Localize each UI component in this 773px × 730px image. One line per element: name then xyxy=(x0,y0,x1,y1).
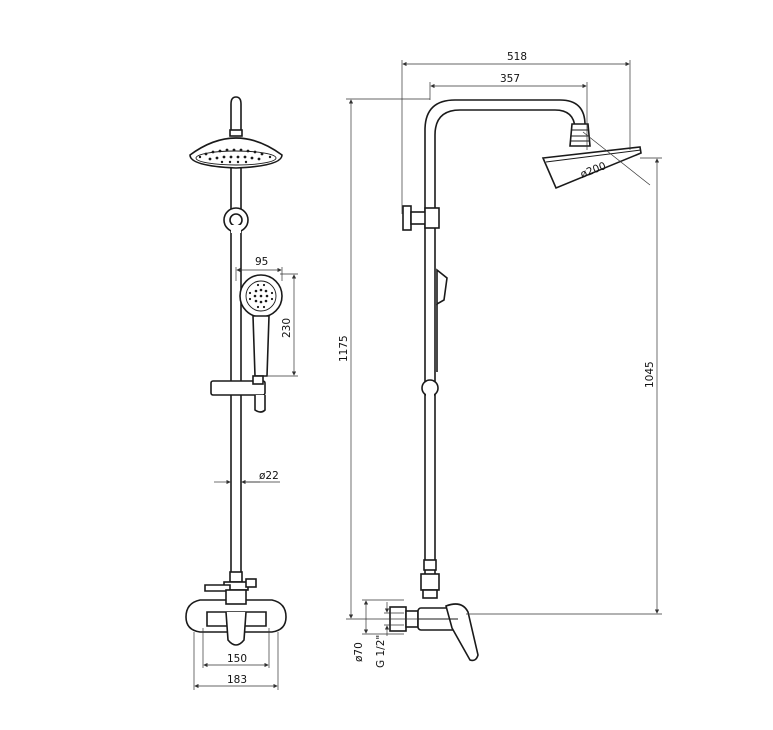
mixer xyxy=(185,589,287,646)
hand-width-label: 95 xyxy=(255,256,268,268)
cover-diameter-label: ø70 xyxy=(353,642,365,662)
front-dimensions: 95 230 ø22 150 183 xyxy=(193,256,298,690)
mixer-inner-label: 150 xyxy=(227,653,247,665)
side-dimensions: 518 357 ø200 1175 1045 ø70 G 1/2" xyxy=(338,51,662,668)
hand-height-label: 230 xyxy=(281,318,293,338)
nozzle-dots xyxy=(198,148,272,164)
arm-length-label: 357 xyxy=(500,73,520,85)
mixer-outer-label: 183 xyxy=(227,674,247,686)
pipe-diameter-label: ø22 xyxy=(259,470,279,482)
side-rain-head xyxy=(541,146,642,190)
hand-shower xyxy=(239,274,283,377)
total-width-label: 518 xyxy=(507,51,527,63)
rain-shower-head xyxy=(189,129,283,169)
side-mixer xyxy=(389,603,479,662)
head-height-label: 1045 xyxy=(644,361,656,388)
total-height-label: 1175 xyxy=(338,335,350,362)
front-view xyxy=(185,96,287,646)
side-view xyxy=(389,99,642,662)
thread-label: G 1/2" xyxy=(375,635,387,668)
